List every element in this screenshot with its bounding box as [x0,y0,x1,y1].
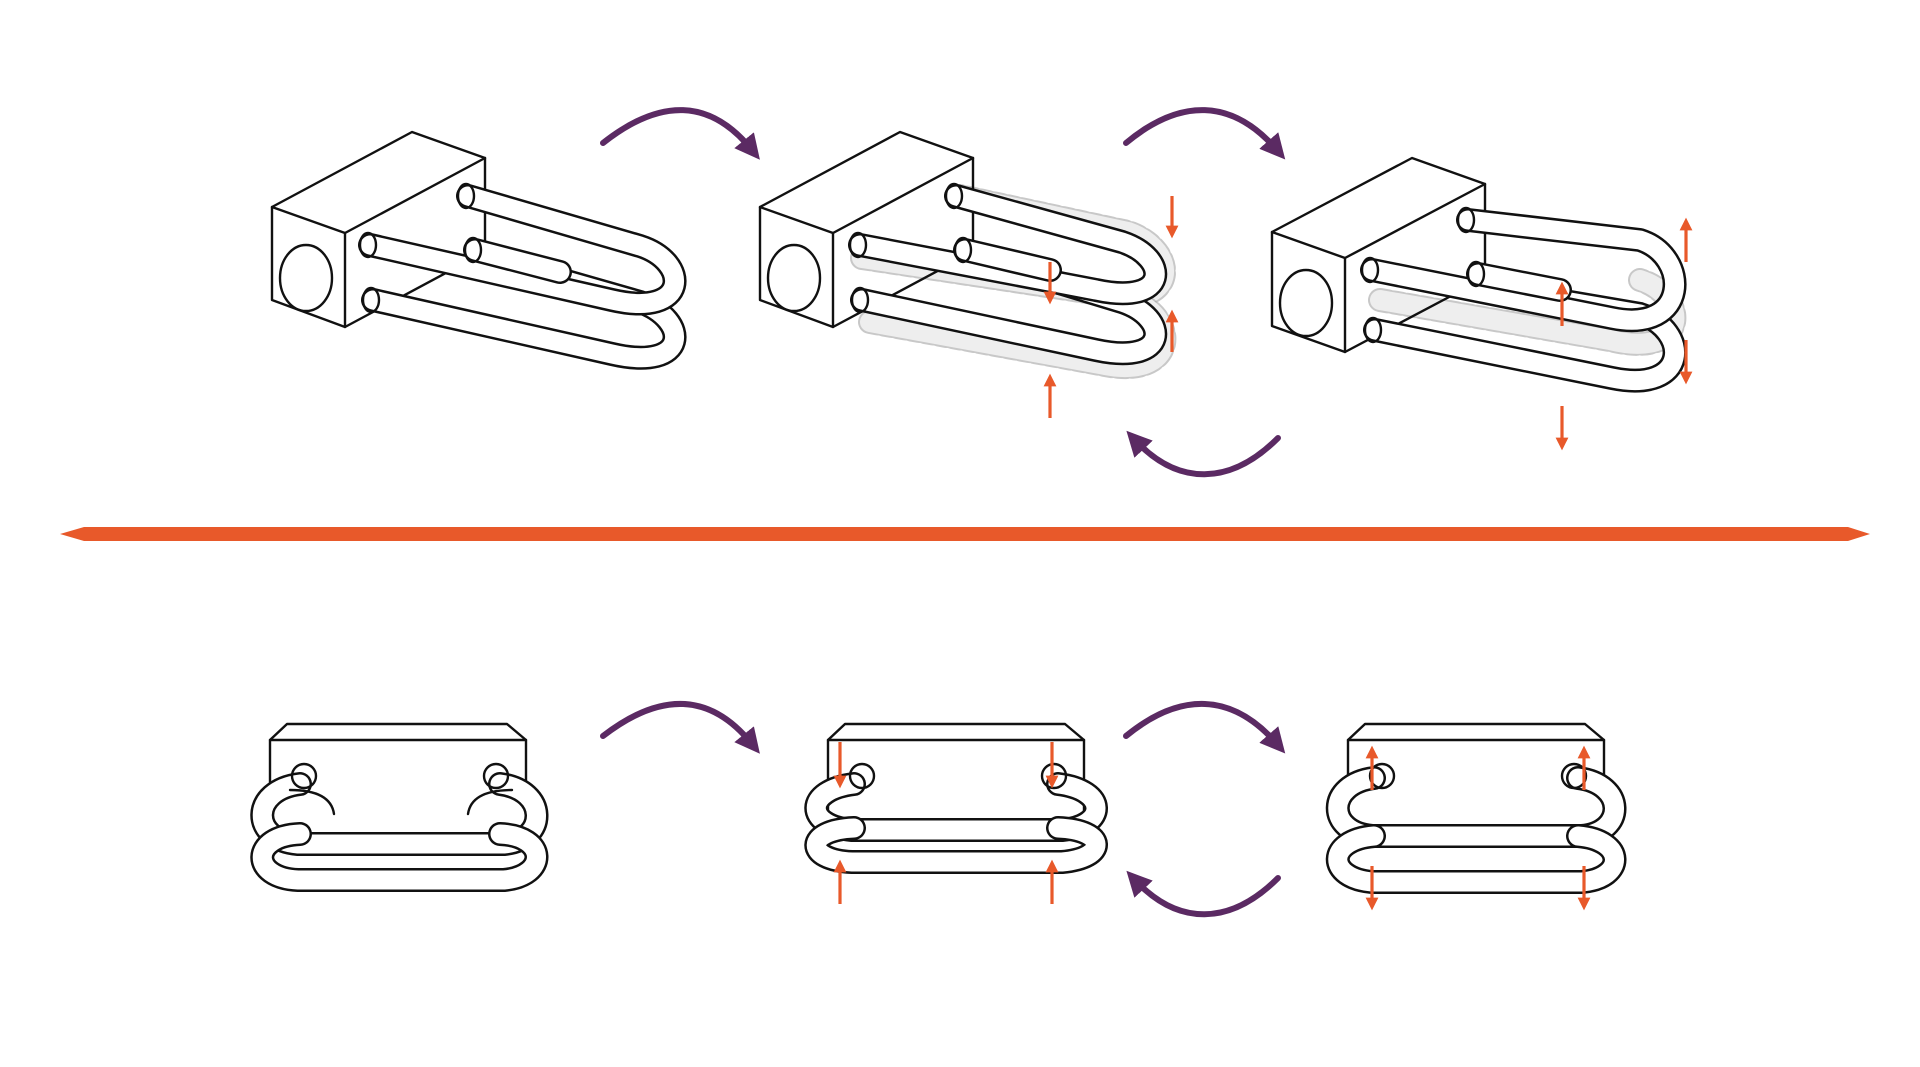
perspective-neutral-stage [270,130,687,370]
perspective-compressed-stage [758,130,1177,380]
perspective-extended-stage [1270,156,1687,393]
forward-cycle-arrow-icon [1123,701,1286,754]
front-compressed-stage [804,722,1108,874]
front-extended-stage [1325,722,1627,894]
section-divider [60,527,1870,541]
return-cycle-arrow-icon [1126,430,1281,478]
forward-cycle-arrow-icon [1123,107,1286,160]
forward-cycle-arrow-icon [600,107,760,160]
return-cycle-arrow-icon [1126,870,1281,918]
forward-cycle-arrow-icon [600,701,760,754]
front-neutral-stage [250,722,549,892]
